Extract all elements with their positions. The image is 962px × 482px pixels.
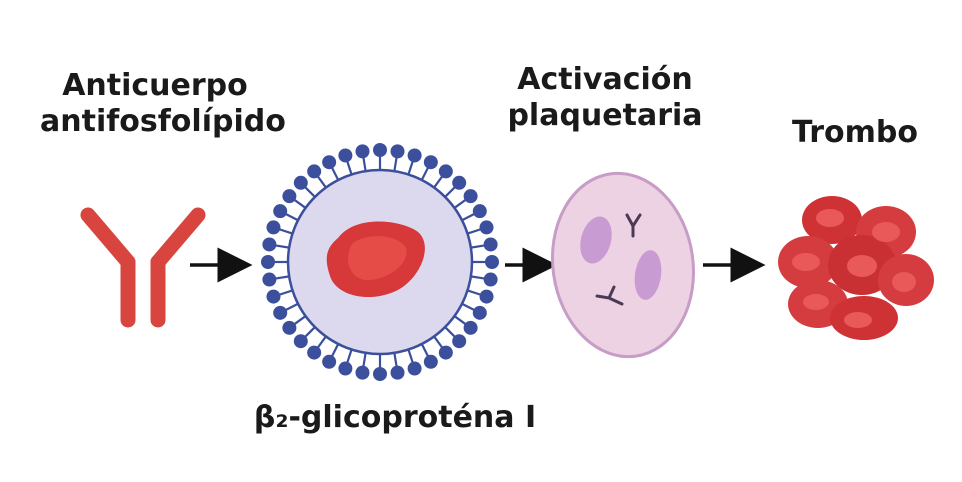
thrombus-label: Trombo [792, 115, 918, 150]
lipid-head [472, 305, 487, 320]
lipid-head [307, 164, 322, 179]
lipid-head [390, 365, 405, 380]
lipid-head [463, 189, 478, 204]
lipid-head [452, 175, 467, 190]
lipid-head [322, 155, 337, 170]
lipid-tail [330, 343, 340, 357]
lipid-tail [453, 198, 467, 209]
lipid-head [322, 354, 337, 369]
lipid-tail [461, 212, 475, 222]
lipid-head [472, 204, 487, 219]
lipid-head [373, 143, 387, 157]
lipid-tail [407, 349, 414, 364]
lipid-tail [285, 302, 299, 312]
lipid-head [262, 237, 277, 252]
lipid-tail [304, 186, 316, 198]
lipid-tail [275, 275, 290, 280]
lipid-head [355, 365, 370, 380]
lipid-tail [362, 352, 367, 367]
antibody-label-line1: Anticuerpo [62, 68, 248, 103]
lipid-head [293, 175, 308, 190]
lipid-head [390, 144, 405, 159]
lipid-tail [278, 289, 293, 296]
lipid-head [266, 220, 281, 235]
lipid-head [293, 334, 308, 349]
lipid-tail [330, 167, 340, 181]
lipid-head [483, 272, 498, 287]
lipid-tail [278, 228, 293, 235]
lipid-tail [420, 343, 430, 357]
lipid-head [479, 289, 494, 304]
lipid-tail [393, 157, 398, 172]
lipid-tail [461, 302, 475, 312]
lipid-tail [346, 349, 353, 364]
lipid-tail [470, 275, 485, 280]
lipid-head [373, 367, 387, 381]
platelet-label: Activación plaquetaria [495, 62, 715, 134]
lipid-tail [467, 228, 482, 235]
lipid-head [338, 148, 353, 163]
lipid-tail [293, 315, 307, 326]
platelet-icon [551, 171, 695, 359]
lipid-head [407, 361, 422, 376]
b2gpi-label: β₂-glicoproténa I [253, 400, 537, 435]
lipid-tail [420, 167, 430, 181]
thrombus-icon [778, 196, 934, 340]
antibody-label-line2: antifosfolípido [40, 104, 286, 139]
lipid-head [273, 305, 288, 320]
lipid-tail [316, 335, 327, 349]
lipid-tail [285, 212, 299, 222]
lipid-tail [470, 244, 485, 249]
lipid-head [485, 255, 499, 269]
lipid-tail [304, 326, 316, 338]
platelet-label-line1: Activación [517, 62, 693, 97]
lipid-head [423, 354, 438, 369]
lipid-head [452, 334, 467, 349]
lipid-tail [275, 244, 290, 249]
lipid-head [355, 144, 370, 159]
lipid-head [438, 164, 453, 179]
lipid-head [273, 204, 288, 219]
lipid-head [261, 255, 275, 269]
lipid-tail [316, 175, 327, 189]
lipid-tail [453, 315, 467, 326]
lipid-tail [467, 289, 482, 296]
lipid-head [338, 361, 353, 376]
lipid-tail [407, 160, 414, 175]
antibody-icon [80, 207, 206, 328]
lipid-tail [293, 198, 307, 209]
lipid-head [282, 189, 297, 204]
lipid-head [438, 345, 453, 360]
lipid-head [463, 320, 478, 335]
antibody-label: Anticuerpo antifosfolípido [40, 68, 286, 140]
lipid-tail [433, 175, 444, 189]
vesicle-icon [261, 143, 499, 381]
lipid-tail [393, 352, 398, 367]
lipid-head [423, 155, 438, 170]
lipid-head [483, 237, 498, 252]
lipid-head [407, 148, 422, 163]
lipid-tail [444, 326, 456, 338]
lipid-head [266, 289, 281, 304]
lipid-head [282, 320, 297, 335]
platelet-label-line2: plaquetaria [507, 98, 703, 133]
lipid-tail [444, 186, 456, 198]
lipid-head [307, 345, 322, 360]
lipid-head [479, 220, 494, 235]
lipid-tail [362, 157, 367, 172]
lipid-tail [433, 335, 444, 349]
lipid-tail [346, 160, 353, 175]
lipid-head [262, 272, 277, 287]
